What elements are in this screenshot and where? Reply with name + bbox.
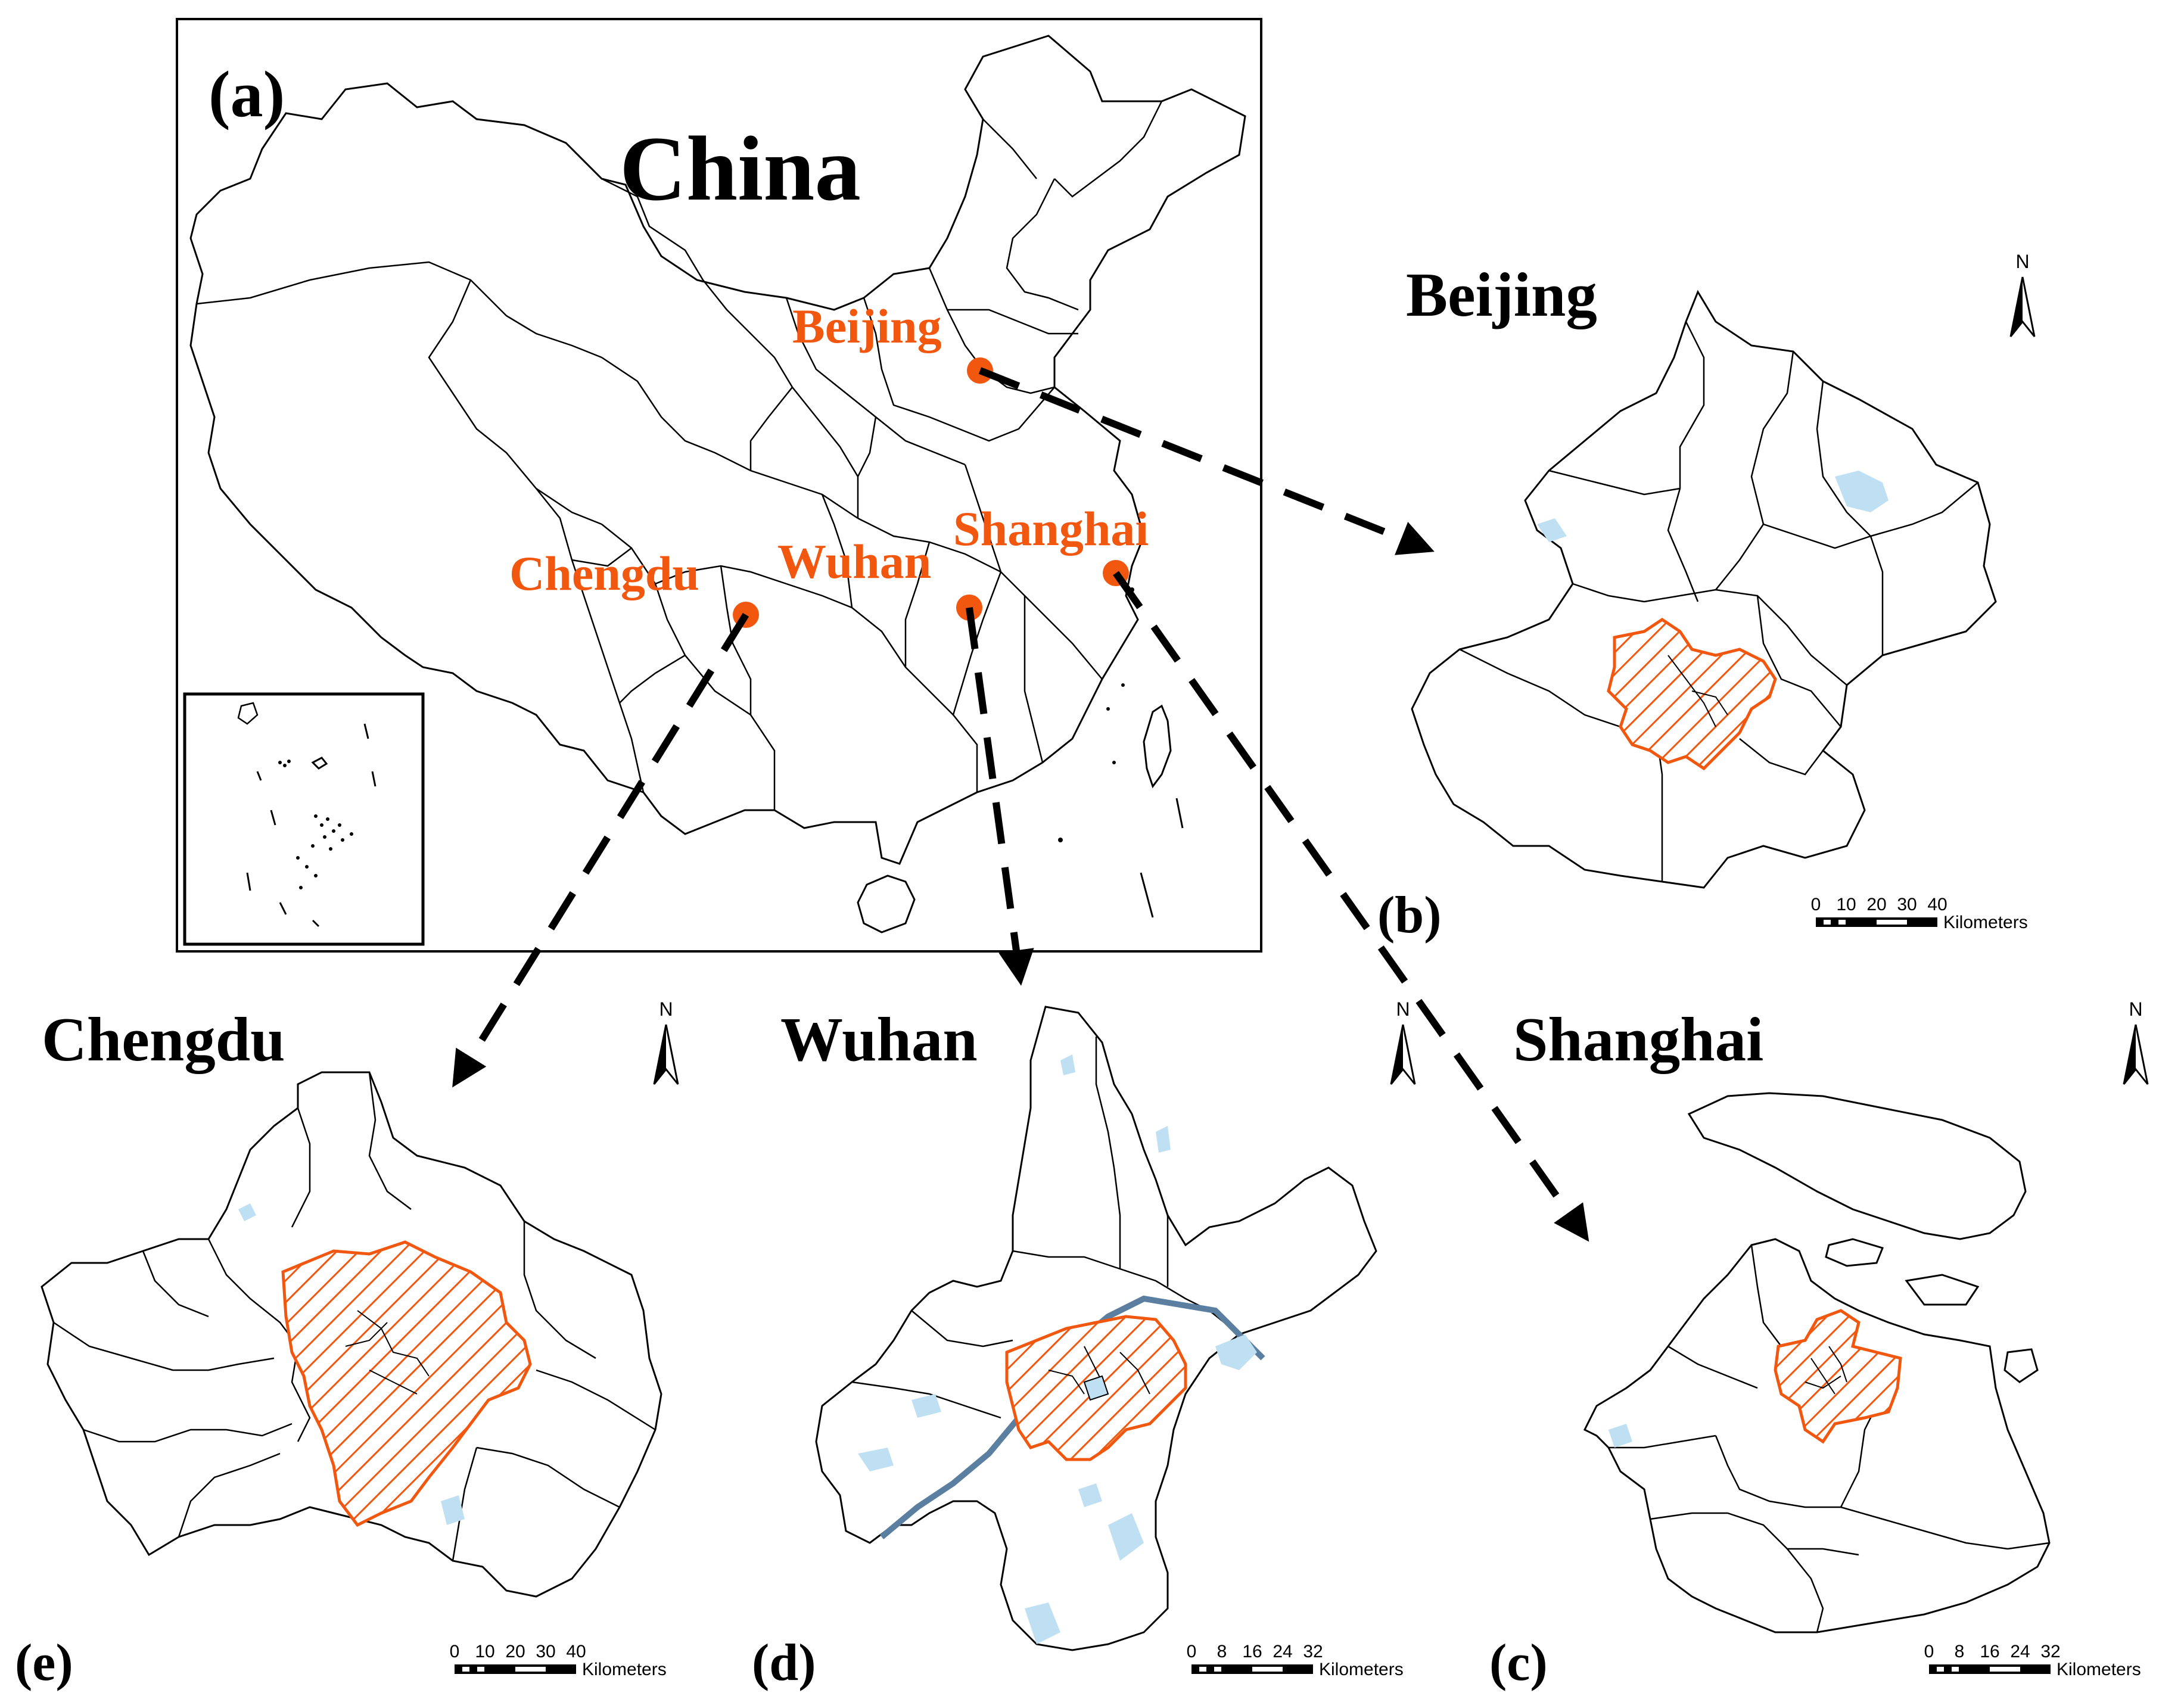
beijing-water-2 <box>1537 518 1567 542</box>
chengdu-scale-tick-4: 40 <box>566 1642 586 1661</box>
panel-a-china: (a) China Beijing Shanghai Chengdu Wuhan <box>176 18 1262 953</box>
arrow-to-wuhan <box>966 607 1034 986</box>
beijing-scale-unit: Kilometers <box>1943 913 2028 932</box>
shanghai-scale-tick-1: 8 <box>1955 1642 1965 1661</box>
chengdu-scale-tick-3: 30 <box>536 1642 555 1661</box>
beijing-core-area <box>1607 617 1777 771</box>
beijing-boundary <box>1411 290 1997 889</box>
chengdu-scale-tick-0: 0 <box>450 1642 460 1661</box>
shanghai-core-districts <box>1805 1346 1847 1395</box>
beijing-districts <box>1459 321 1978 882</box>
chengdu-water-2 <box>441 1495 465 1525</box>
chengdu-scale-bar: 0 10 20 30 40 Kilometers <box>450 1642 667 1679</box>
shanghai-north-arrow: N <box>2123 998 2149 1085</box>
shanghai-scale-unit: Kilometers <box>2057 1660 2141 1679</box>
panel-c-label: (c) <box>1489 1634 1548 1692</box>
wuhan-title: Wuhan <box>780 1004 978 1074</box>
wuhan-north-arrow: N <box>1390 998 1416 1085</box>
chengdu-water-1 <box>238 1203 256 1221</box>
panel-e-chengdu: Chengdu N <box>15 998 679 1692</box>
panel-d-wuhan: Wuhan N <box>752 998 1416 1692</box>
shanghai-city-label: Shanghai <box>953 502 1149 556</box>
china-title: China <box>620 117 861 220</box>
arrow-to-chengdu <box>452 612 749 1088</box>
beijing-north-label: N <box>2015 251 2029 272</box>
chengdu-north-arrow: N <box>653 998 679 1085</box>
panel-c-shanghai: Shanghai N <box>1489 998 2149 1692</box>
shanghai-dianshan-lake <box>1609 1424 1632 1448</box>
beijing-scale-bar: 0 10 20 30 40 Kilometers <box>1811 895 2028 932</box>
wuhan-scale-tick-0: 0 <box>1187 1642 1197 1661</box>
chengdu-scale-tick-2: 20 <box>505 1642 525 1661</box>
beijing-scale-tick-2: 20 <box>1866 895 1886 914</box>
beijing-scale-tick-3: 30 <box>1897 895 1917 914</box>
shanghai-island-2 <box>1825 1238 1884 1267</box>
wuhan-core-lake <box>1083 1375 1109 1401</box>
province-boundaries <box>196 101 1163 810</box>
arrow-to-shanghai <box>1113 571 1589 1242</box>
wuhan-scale-bar: 0 8 16 24 32 Kilometers <box>1187 1642 1404 1679</box>
panel-b-label: (b) <box>1377 886 1442 944</box>
wuhan-scale-unit: Kilometers <box>1319 1660 1404 1679</box>
wuhan-scale-tick-4: 32 <box>1303 1642 1323 1661</box>
arrow-to-beijing <box>978 367 1435 555</box>
shanghai-districts <box>1609 1244 2050 1633</box>
chengdu-scale-unit: Kilometers <box>582 1660 667 1679</box>
beijing-scale-tick-1: 10 <box>1836 895 1856 914</box>
south-china-sea-inset <box>183 692 425 946</box>
shanghai-north-label: N <box>2129 998 2142 1020</box>
shanghai-scale-tick-0: 0 <box>1924 1642 1934 1661</box>
wuhan-city-label: Wuhan <box>777 534 931 589</box>
shanghai-scale-bar: 0 8 16 24 32 Kilometers <box>1924 1642 2141 1679</box>
panel-b-beijing: Beijing N <box>1377 251 2036 944</box>
chengdu-scale-tick-1: 10 <box>475 1642 494 1661</box>
chengdu-core-area <box>281 1240 532 1527</box>
panel-e-label: (e) <box>15 1634 73 1692</box>
chengdu-districts <box>53 1072 656 1561</box>
wuhan-lakes <box>858 1054 1257 1644</box>
beijing-scale-tick-4: 40 <box>1927 895 1947 914</box>
wuhan-scale-tick-2: 16 <box>1242 1642 1262 1661</box>
chengdu-title: Chengdu <box>42 1004 285 1074</box>
shanghai-chongming-island <box>1687 1092 2027 1240</box>
beijing-core-districts <box>1667 655 1728 727</box>
taiwan-island <box>1143 704 1172 789</box>
shanghai-title: Shanghai <box>1513 1004 1763 1074</box>
shanghai-scale-tick-3: 24 <box>2010 1642 2030 1661</box>
beijing-title: Beijing <box>1406 260 1597 329</box>
chengdu-core-districts <box>345 1310 430 1395</box>
shanghai-core-area <box>1774 1309 1902 1444</box>
wuhan-scale-tick-1: 8 <box>1217 1642 1227 1661</box>
sea-lines <box>1140 798 1184 918</box>
panel-d-label: (d) <box>752 1634 816 1692</box>
shanghai-scale-tick-4: 32 <box>2040 1642 2060 1661</box>
beijing-reservoir <box>1835 471 1889 512</box>
shanghai-island-3 <box>1905 1274 1980 1306</box>
hainan-island <box>857 875 916 933</box>
beijing-city-label: Beijing <box>792 299 942 353</box>
panel-a-label: (a) <box>209 58 285 130</box>
beijing-scale-tick-0: 0 <box>1811 895 1821 914</box>
wuhan-north-label: N <box>1396 998 1410 1020</box>
shanghai-island-4 <box>2003 1348 2039 1383</box>
connector-arrows <box>452 367 1589 1242</box>
chengdu-city-label: Chengdu <box>509 546 699 600</box>
beijing-north-arrow: N <box>2009 251 2036 337</box>
chengdu-north-label: N <box>659 998 673 1020</box>
shanghai-scale-tick-2: 16 <box>1980 1642 1999 1661</box>
wuhan-scale-tick-3: 24 <box>1273 1642 1292 1661</box>
